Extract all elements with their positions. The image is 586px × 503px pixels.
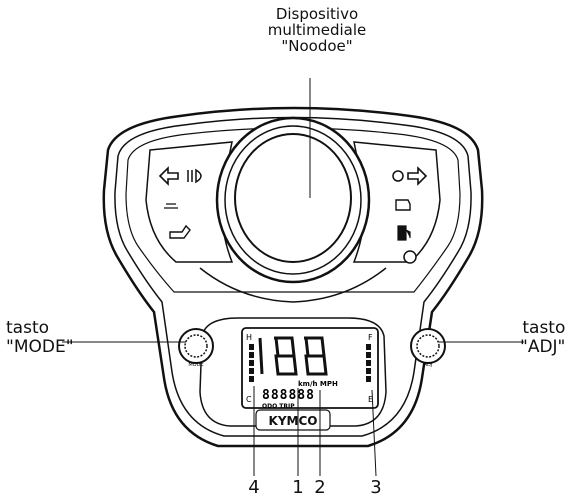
callout-number-3: 3 xyxy=(370,477,382,498)
light-sensor xyxy=(403,250,417,264)
gauge-h-label: H xyxy=(246,333,252,342)
gauge-e-label: E xyxy=(368,395,373,404)
noodoe-callout-line2: multimediale xyxy=(267,21,367,39)
adj-button-knob[interactable] xyxy=(416,334,440,358)
dashboard-inner-rim xyxy=(114,116,472,437)
noodoe-callout-line3: "Noodoe" xyxy=(281,37,353,55)
bezel-lower-cowl xyxy=(199,267,387,303)
coolant-temperature-icon xyxy=(392,170,404,182)
gauge-c-label: C xyxy=(246,395,252,404)
speed-digits-graphic xyxy=(258,336,328,376)
fuel-gauge xyxy=(366,344,371,382)
fuel-pump-icon xyxy=(397,225,411,241)
adj-button-label: ADJ xyxy=(424,362,433,368)
coolant-gauge xyxy=(249,344,254,382)
mode-button-knob[interactable] xyxy=(184,334,208,358)
brand-plate xyxy=(255,409,331,431)
gauge-f-label: F xyxy=(368,333,373,342)
leader-lines xyxy=(62,78,524,477)
speed-units-label: km/h MPH xyxy=(298,380,338,388)
adj-callout-line2: "ADJ" xyxy=(520,337,566,357)
abs-icon xyxy=(164,203,178,209)
oil-can-icon xyxy=(169,224,191,239)
noodoe-callout: Dispositivo multimediale "Noodoe" xyxy=(262,6,372,54)
adj-callout: tasto "ADJ" xyxy=(520,319,565,357)
right-arrow-icon xyxy=(407,166,428,186)
high-beam-icon xyxy=(187,168,202,184)
left-arrow-icon xyxy=(158,166,179,186)
dashboard-face-panel xyxy=(125,127,461,293)
odo-trip-label: ODO TRIP xyxy=(262,403,295,410)
mode-button-label: MODE xyxy=(188,362,203,368)
noodoe-bezel-ring xyxy=(224,125,362,275)
adj-callout-line1: tasto xyxy=(522,318,566,338)
callout-number-1: 1 xyxy=(292,477,304,498)
callout-number-4: 4 xyxy=(248,477,260,498)
odometer-digits: 888888 xyxy=(262,388,315,403)
engine-icon xyxy=(395,199,411,211)
noodoe-screen xyxy=(234,133,352,263)
mode-callout-line1: tasto xyxy=(6,318,50,338)
noodoe-callout-line1: Dispositivo xyxy=(275,5,359,23)
mode-callout-line2: "MODE" xyxy=(6,337,74,357)
brand-logo: KYMCO xyxy=(269,414,318,428)
callout-number-2: 2 xyxy=(314,477,326,498)
mode-callout: tasto "MODE" xyxy=(6,319,74,357)
lcd-surround xyxy=(199,317,387,427)
callout-3-leader xyxy=(371,389,377,477)
